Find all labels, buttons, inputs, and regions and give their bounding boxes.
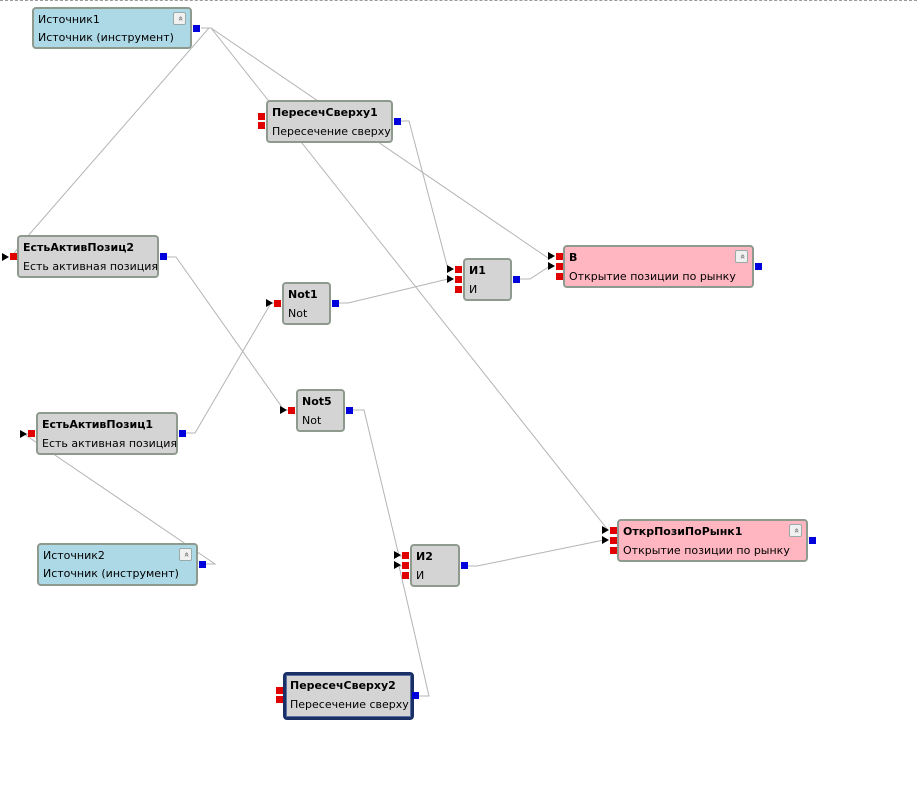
input-arrow-icon	[548, 252, 555, 260]
node-title: ЕстьАктивПозиц2	[23, 241, 135, 254]
input-port[interactable]	[556, 263, 563, 270]
node-title: И2	[416, 550, 433, 563]
wire-hasactive1-not1	[185, 302, 275, 434]
input-port[interactable]	[402, 552, 409, 559]
collapse-icon[interactable]: «	[789, 524, 802, 537]
output-port[interactable]	[332, 300, 339, 307]
open-market1-node[interactable]: ОткрПозиПоРынк1 Открытие позиции по рынк…	[617, 519, 808, 562]
input-port[interactable]	[610, 547, 617, 554]
output-port[interactable]	[179, 430, 186, 437]
wire-source1-b	[201, 27, 552, 259]
input-arrow-icon	[280, 406, 287, 414]
wire-source1-hasactive2	[12, 27, 211, 256]
output-port[interactable]	[160, 253, 167, 260]
node-subtitle: И	[416, 569, 425, 582]
input-port[interactable]	[455, 266, 462, 273]
node-title: Not1	[288, 288, 318, 301]
input-port[interactable]	[455, 286, 462, 293]
collapse-icon[interactable]: «	[735, 250, 748, 263]
wire-hasactive2-not5	[166, 256, 288, 411]
output-port[interactable]	[193, 25, 200, 32]
output-port[interactable]	[809, 537, 816, 544]
node-title: Источник2	[43, 549, 105, 562]
node-subtitle: Not	[302, 414, 322, 427]
node-subtitle: Not	[288, 307, 308, 320]
input-port[interactable]	[402, 562, 409, 569]
has-active-pos1-node[interactable]: ЕстьАктивПозиц1 Есть активная позиция	[36, 412, 178, 455]
wire-not1-and1	[338, 278, 452, 304]
and2-node[interactable]: И2 И	[410, 544, 460, 587]
output-port[interactable]	[394, 118, 401, 125]
wire-source1-open-market1	[201, 27, 609, 531]
input-port[interactable]	[610, 527, 617, 534]
input-arrow-icon	[266, 299, 273, 307]
node-subtitle: Есть активная позиция	[23, 260, 159, 273]
input-port[interactable]	[288, 407, 295, 414]
input-port[interactable]	[10, 253, 17, 260]
node-title: И1	[469, 264, 486, 277]
input-port[interactable]	[455, 276, 462, 283]
output-port[interactable]	[346, 407, 353, 414]
not5-node[interactable]: Not5 Not	[296, 389, 345, 432]
input-port[interactable]	[28, 430, 35, 437]
input-arrow-icon	[394, 561, 401, 569]
node-subtitle: Пересечение сверху	[272, 125, 391, 138]
input-port[interactable]	[258, 122, 265, 129]
input-port[interactable]	[258, 113, 265, 120]
collapse-icon[interactable]: «	[179, 548, 192, 561]
node-subtitle: Источник (инструмент)	[38, 31, 174, 44]
input-port[interactable]	[556, 273, 563, 280]
b-node[interactable]: B Открытие позиции по рынку «	[563, 245, 754, 288]
cross-up1-node[interactable]: ПересечСверху1 Пересечение сверху	[266, 100, 393, 143]
collapse-icon[interactable]: «	[173, 12, 186, 25]
output-port[interactable]	[199, 561, 206, 568]
input-port[interactable]	[276, 696, 283, 703]
node-subtitle: Источник (инструмент)	[43, 567, 179, 580]
input-port[interactable]	[274, 300, 281, 307]
input-arrow-icon	[602, 536, 609, 544]
node-subtitle: Есть активная позиция	[42, 437, 178, 450]
node-title: ЕстьАктивПозиц1	[42, 418, 154, 431]
node-title: Источник1	[38, 13, 100, 26]
input-arrow-icon	[548, 262, 555, 270]
node-subtitle: Открытие позиции по рынку	[623, 544, 790, 557]
input-arrow-icon	[2, 253, 9, 261]
has-active-pos2-node[interactable]: ЕстьАктивПозиц2 Есть активная позиция	[17, 235, 159, 278]
output-port[interactable]	[461, 562, 468, 569]
node-subtitle: И	[469, 283, 478, 296]
and1-node[interactable]: И1 И	[463, 258, 512, 301]
input-port[interactable]	[610, 537, 617, 544]
not1-node[interactable]: Not1 Not	[282, 282, 331, 325]
wire-cross-up2-and2	[398, 565, 430, 697]
node-subtitle: Открытие позиции по рынку	[569, 270, 736, 283]
wire-and2-open-market1	[467, 539, 608, 567]
input-arrow-icon	[447, 265, 454, 273]
input-arrow-icon	[394, 551, 401, 559]
node-title: ПересечСверху1	[272, 106, 378, 119]
output-port[interactable]	[755, 263, 762, 270]
input-port[interactable]	[276, 687, 283, 694]
input-port[interactable]	[402, 572, 409, 579]
node-subtitle: Пересечение сверху	[290, 698, 409, 711]
wire-cross-up1-and1	[400, 120, 452, 270]
cross-up2-node[interactable]: ПересечСверху2 Пересечение сверху	[283, 672, 414, 720]
input-arrow-icon	[20, 430, 27, 438]
node-title: B	[569, 251, 578, 264]
input-arrow-icon	[447, 275, 454, 283]
canvas-top-border	[0, 0, 917, 1]
node-title: ОткрПозиПоРынк1	[623, 525, 743, 538]
wire-not5-and2	[353, 409, 403, 557]
source2-node[interactable]: Источник2 Источник (инструмент) «	[37, 543, 198, 586]
node-title: ПересечСверху2	[290, 679, 396, 692]
input-arrow-icon	[602, 526, 609, 534]
input-port[interactable]	[556, 253, 563, 260]
output-port[interactable]	[412, 692, 419, 699]
node-title: Not5	[302, 395, 332, 408]
source1-node[interactable]: Источник1 Источник (инструмент) «	[32, 7, 192, 49]
output-port[interactable]	[513, 276, 520, 283]
